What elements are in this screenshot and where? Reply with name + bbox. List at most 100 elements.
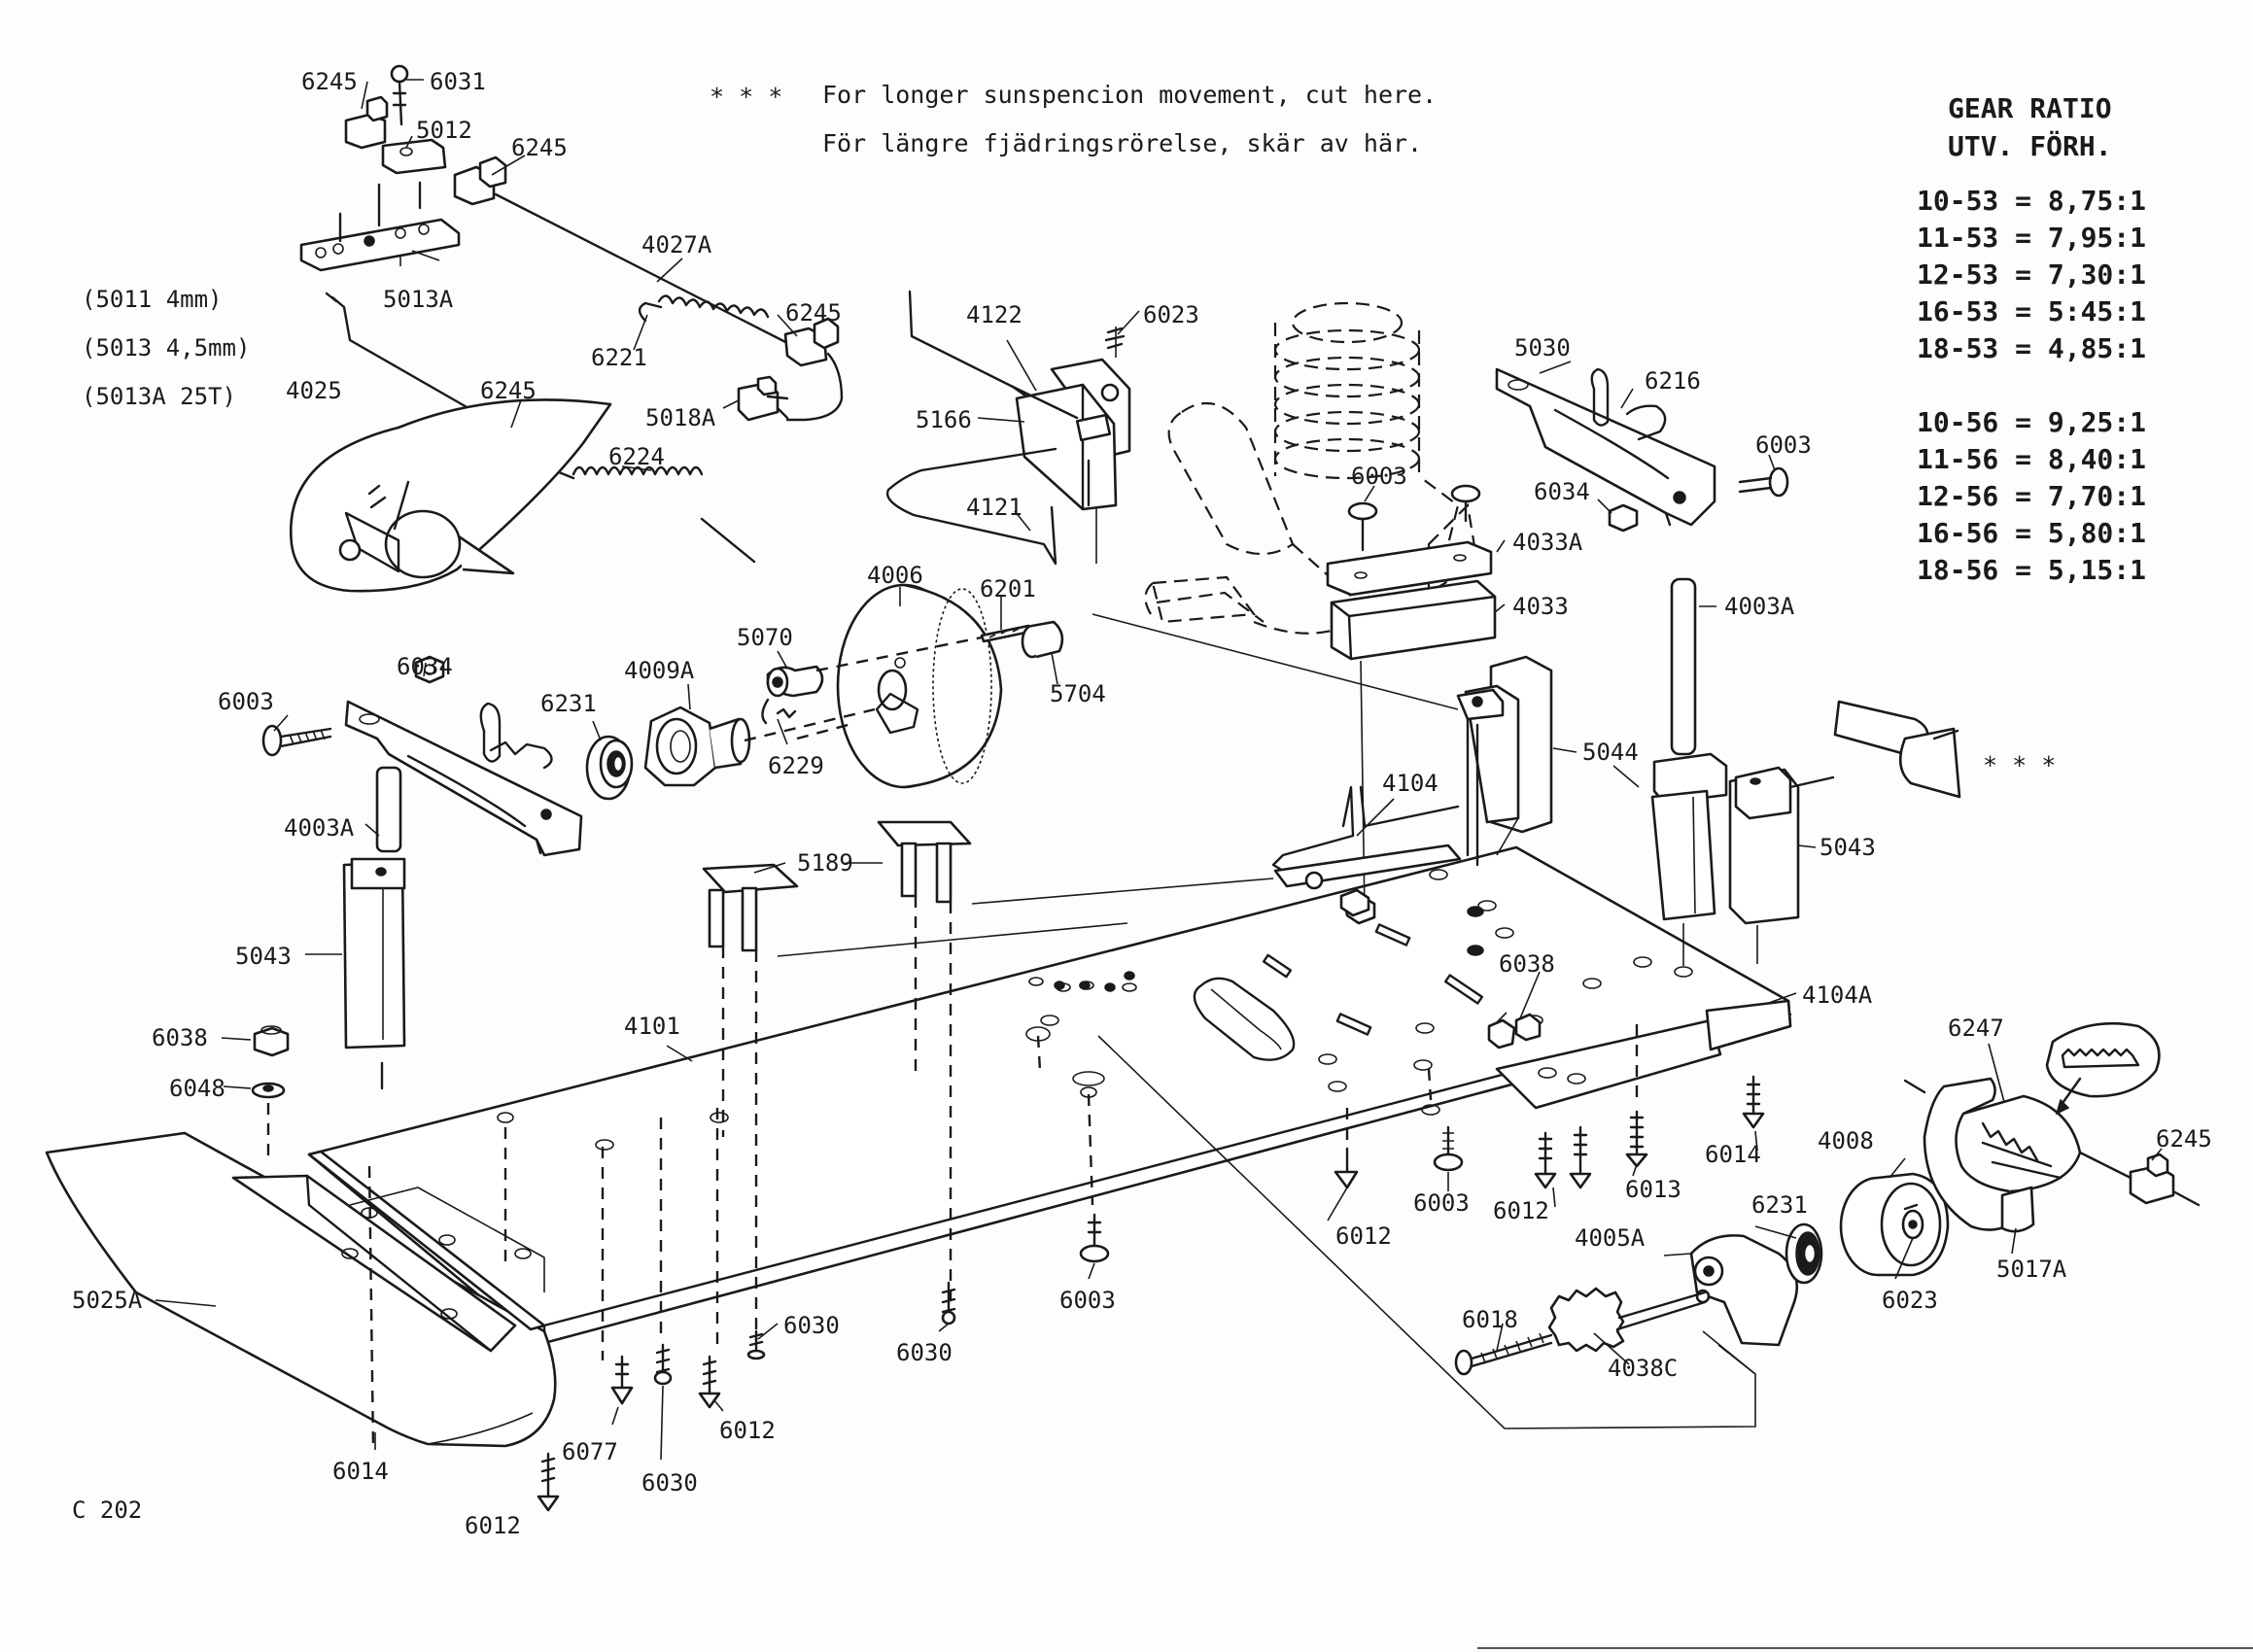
part-label: 5013A [383, 286, 454, 313]
part-label: 4101 [624, 1013, 680, 1040]
part-label: 5189 [797, 849, 853, 877]
cut-marker-right: * * * [1983, 751, 2056, 779]
part-label: 4033 [1512, 593, 1569, 620]
part-label: 6018 [1462, 1306, 1518, 1333]
part-label: 6003 [1413, 1189, 1470, 1217]
right-suspension-arm [1495, 367, 1789, 533]
part-label: 6245 [511, 134, 568, 161]
part-label: 6030 [783, 1312, 840, 1339]
part-label: 6201 [980, 575, 1036, 602]
part-label: 6048 [169, 1075, 225, 1102]
part-label: 5012 [416, 117, 472, 144]
part-label: 5044 [1582, 739, 1639, 766]
part-label: 4104 [1382, 770, 1438, 797]
cut-here-detail: * * * [1833, 700, 2056, 799]
gear-ratio-table: GEAR RATIO UTV. FÖRH. 10-53 = 8,75:1 11-… [1917, 92, 2146, 586]
left-shock-4003A-5043 [342, 766, 406, 1090]
part-label: 4009A [624, 657, 695, 684]
part-label: 6003 [1755, 431, 1812, 459]
side-note: (5011 4mm) [82, 286, 223, 313]
part-label: 6038 [1499, 950, 1555, 978]
part-labels: 6245 6031 5012 6245 5013A 4027A 6245 622… [72, 68, 2212, 1539]
tank-servo-assembly [885, 290, 1131, 566]
part-label: 6221 [591, 344, 647, 371]
gear-ratio-row: 12-56 = 7,70:1 [1917, 480, 2146, 512]
engine-outline [1144, 301, 1479, 635]
part-label: 6012 [719, 1417, 776, 1444]
part-label: 6014 [1705, 1141, 1761, 1168]
part-label: 5030 [1514, 334, 1571, 361]
side-note: (5013A 25T) [82, 383, 236, 410]
gear-ratio-row: 18-56 = 5,15:1 [1917, 554, 2146, 586]
gear-ratio-row: 16-56 = 5,80:1 [1917, 517, 2146, 549]
part-label: 6030 [896, 1339, 953, 1366]
part-label: 6034 [397, 653, 453, 680]
detail-callout-bubble [289, 398, 612, 593]
part-label: 6077 [562, 1438, 618, 1465]
gear-ratio-row: 10-56 = 9,25:1 [1917, 406, 2146, 438]
part-label: 6245 [301, 68, 358, 95]
part-label: 4008 [1818, 1127, 1874, 1154]
drawing-code: C 202 [72, 1497, 142, 1524]
nut-washer-left [251, 1025, 290, 1156]
part-label: 4003A [1724, 593, 1795, 620]
gear-ratio-row: 10-53 = 8,75:1 [1917, 185, 2146, 217]
part-label: 5025A [72, 1287, 143, 1314]
side-note: (5013 4,5mm) [82, 334, 250, 361]
part-label: 4122 [966, 301, 1023, 328]
part-label: 6216 [1645, 367, 1701, 395]
gear-ratio-row: 12-53 = 7,30:1 [1917, 258, 2146, 291]
part-label: 6003 [1059, 1287, 1116, 1314]
part-label: 4104A [1802, 981, 1873, 1009]
part-label: 6013 [1625, 1176, 1681, 1203]
part-label: 6023 [1143, 301, 1199, 328]
chassis-posts-5189 [702, 820, 1274, 1341]
part-label: 4005A [1575, 1224, 1646, 1252]
part-label: 6231 [1751, 1191, 1808, 1219]
gear-ratio-row: 16-53 = 5:45:1 [1917, 295, 2146, 327]
gear-ratio-title-swedish: UTV. FÖRH. [1948, 129, 2112, 162]
part-label: 6034 [1534, 478, 1590, 505]
part-label: 6012 [465, 1512, 521, 1539]
right-shock-towers [1092, 577, 1835, 966]
note-english: For longer sunspencion movement, cut her… [822, 81, 1437, 109]
part-label: 4003A [284, 814, 355, 842]
gearbox-assembly [1097, 1021, 2201, 1429]
part-label: 5043 [1820, 834, 1876, 861]
part-label: 4027A [641, 231, 712, 258]
part-label: 5704 [1050, 680, 1106, 707]
part-label: 5166 [916, 406, 972, 433]
part-label: 6014 [332, 1458, 389, 1485]
part-label: 6247 [1948, 1015, 2004, 1042]
part-label: 4033A [1512, 529, 1583, 556]
part-label: 4006 [867, 562, 923, 589]
leader-lines [155, 79, 2163, 1461]
left-suspension-arm [261, 655, 583, 857]
part-label: 5070 [737, 624, 793, 651]
part-label: 6003 [218, 688, 274, 715]
part-label: 6023 [1882, 1287, 1938, 1314]
part-label: 6229 [768, 752, 824, 779]
part-label: 5017A [1996, 1256, 2067, 1283]
part-label: 6012 [1335, 1222, 1392, 1250]
part-label: 6012 [1493, 1197, 1549, 1224]
part-label: 4038C [1608, 1355, 1678, 1382]
note-swedish: För längre fjädringsrörelse, skär av här… [822, 129, 1422, 157]
chassis-plate-4101 [307, 845, 1792, 1345]
part-label: 6031 [430, 68, 486, 95]
cut-marker: * * * [710, 83, 782, 111]
part-label: 4025 [286, 377, 342, 404]
part-label: 5043 [235, 943, 292, 970]
front-bumper-5025A [45, 1131, 557, 1448]
part-label: 6231 [540, 690, 597, 717]
clutch-flywheel-assembly [585, 583, 1064, 801]
gear-ratio-row: 11-56 = 8,40:1 [1917, 443, 2146, 475]
part-label: 6030 [641, 1469, 698, 1497]
part-label: 6038 [152, 1024, 208, 1051]
part-label: 4121 [966, 494, 1023, 521]
part-label: 6245 [785, 299, 842, 327]
gear-ratio-row: 18-53 = 4,85:1 [1917, 332, 2146, 364]
gear-ratio-row: 11-53 = 7,95:1 [1917, 222, 2146, 254]
